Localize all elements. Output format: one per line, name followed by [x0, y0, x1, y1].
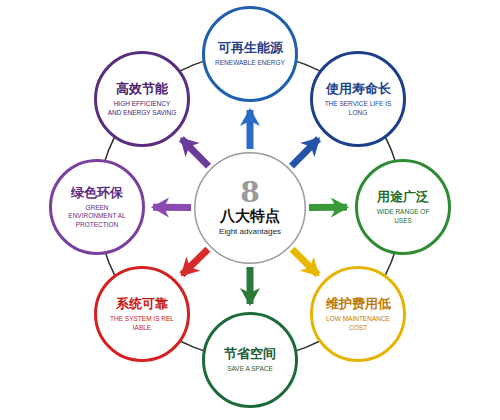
center-circle: 8八大特点Eight advantages — [194, 152, 306, 264]
feature-circle: 高效节能 HIGH EFFICIENCY AND ENERGY SAVING — [94, 51, 190, 147]
feature-subtitle: GREEN ENVIRONMENT AL PROTECTION — [61, 204, 132, 229]
circle-shape — [204, 314, 297, 407]
circle-outline — [355, 159, 451, 255]
circle-shape — [96, 268, 189, 361]
feature-subtitle: RENEWABLE ENERGY — [215, 59, 285, 67]
feature-title: 维护费用低 — [326, 296, 391, 312]
feature-title: 高效节能 — [116, 81, 168, 97]
text-holder: 可再生能源 RENEWABLE ENERGY — [202, 6, 298, 102]
feature-title: 绿色环保 — [71, 185, 123, 201]
arrow-connector — [247, 110, 254, 149]
text-holder: 8八大特点Eight advantages — [194, 152, 306, 264]
text-holder: 维护费用低 LOW MAINTENANCE COST — [310, 266, 406, 362]
feature-circle: 用途广泛 WIDE RANGE OF USES — [355, 159, 451, 255]
arrow-connector — [182, 249, 208, 274]
big-number: 8 — [240, 179, 259, 207]
feature-subtitle: THE SERVICE LIFE IS LONG — [322, 100, 393, 117]
circle-outline — [94, 266, 190, 362]
feature-title: 用途广泛 — [377, 189, 429, 205]
feature-subtitle: LOW MAINTENANCE COST — [322, 315, 393, 332]
circle-outline — [310, 266, 406, 362]
arrow-connector — [247, 267, 254, 304]
circle-outline — [310, 51, 406, 147]
feature-circle: 使用寿命长 THE SERVICE LIFE IS LONG — [310, 51, 406, 147]
feature-subtitle: THE SYSTEM IS REL IABLE — [106, 315, 177, 332]
circle-outline — [94, 51, 190, 147]
feature-subtitle: WIDE RANGE OF USES — [367, 208, 438, 225]
feature-title: 节省空间 — [224, 346, 276, 362]
text-holder: 绿色环保 GREEN ENVIRONMENT AL PROTECTION — [49, 159, 145, 255]
circle-shape — [51, 161, 144, 254]
arrow-connector — [181, 139, 208, 166]
feature-subtitle: HIGH EFFICIENCY AND ENERGY SAVING — [106, 100, 177, 117]
arrow-connector — [153, 204, 191, 211]
circle-shape — [357, 161, 450, 254]
feature-circle: 绿色环保 GREEN ENVIRONMENT AL PROTECTION — [49, 159, 145, 255]
center-subtitle: Eight advantages — [219, 227, 281, 237]
text-holder: 系统可靠 THE SYSTEM IS REL IABLE — [94, 266, 190, 362]
text-holder: 使用寿命长 THE SERVICE LIFE IS LONG — [310, 51, 406, 147]
circle-shape — [312, 268, 405, 361]
text-holder: 用途广泛 WIDE RANGE OF USES — [355, 159, 451, 255]
arrow-connector — [292, 139, 319, 166]
circle-shape — [312, 53, 405, 146]
circle-shape — [96, 53, 189, 146]
feature-circle: 节省空间 SAVE A SPACE — [202, 312, 298, 408]
text-holder: 节省空间 SAVE A SPACE — [202, 312, 298, 408]
feature-subtitle: SAVE A SPACE — [227, 365, 273, 373]
feature-title: 使用寿命长 — [326, 81, 391, 97]
text-holder: 高效节能 HIGH EFFICIENCY AND ENERGY SAVING — [94, 51, 190, 147]
arrow-connector — [309, 204, 347, 211]
feature-circle: 系统可靠 THE SYSTEM IS REL IABLE — [94, 266, 190, 362]
arrow-connector — [292, 249, 318, 274]
circle-shape — [204, 8, 297, 101]
feature-title: 系统可靠 — [116, 296, 168, 312]
feature-circle: 可再生能源 RENEWABLE ENERGY — [202, 6, 298, 102]
circle-shape — [195, 153, 306, 264]
center-title: 八大特点 — [220, 207, 280, 227]
feature-circle: 维护费用低 LOW MAINTENANCE COST — [310, 266, 406, 362]
feature-title: 可再生能源 — [218, 40, 283, 56]
